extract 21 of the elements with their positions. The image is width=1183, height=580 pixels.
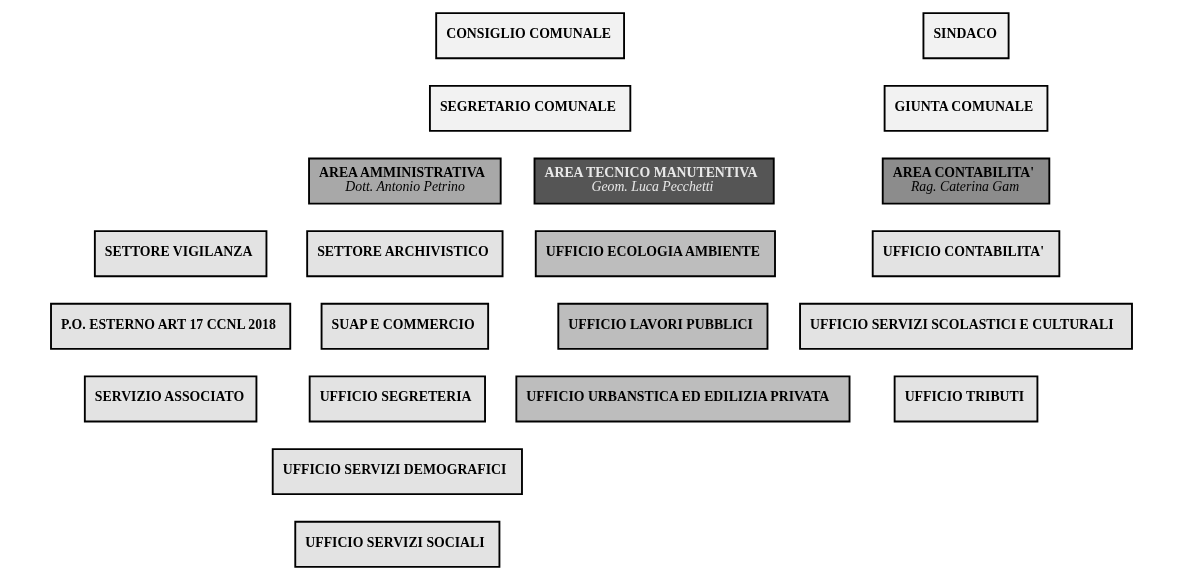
node-box: UFFICIO LAVORI PUBBLICI [557, 302, 769, 350]
node-box: UFFICIO CONTABILITA' [871, 230, 1061, 278]
node-box: SETTORE VIGILANZA [93, 230, 268, 278]
node-box: UFFICIO SEGRETERIA [308, 375, 486, 423]
node-box: UFFICIO TRIBUTI [893, 375, 1039, 423]
node-box: SERVIZIO ASSOCIATO [83, 375, 258, 423]
node-box: UFFICIO SERVIZI SCOLASTICI E CULTURALI [799, 302, 1133, 350]
node-box: GIUNTA COMUNALE [883, 84, 1049, 132]
node-box: AREA CONTABILITA' Rag. Caterina Gam [881, 157, 1051, 205]
node-box: SETTORE ARCHIVISTICO [306, 230, 504, 278]
node-box: SEGRETARIO COMUNALE [429, 84, 632, 132]
node-box: SINDACO [922, 12, 1010, 60]
node-box: UFFICIO ECOLOGIA AMBIENTE [534, 230, 776, 278]
node-box: UFFICIO SERVIZI SOCIALI [294, 520, 501, 568]
node-box: AREA AMMINISTRATIVA Dott. Antonio Petrino [308, 157, 502, 205]
node-box: AREA TECNICO MANUTENTIVA Geom. Luca Pecchetti [533, 157, 775, 205]
node-box: CONSIGLIO COMUNALE [435, 12, 625, 60]
node-box: UFFICIO SERVIZI DEMOGRAFICI [271, 448, 523, 496]
node-box: UFFICIO URBANSTICA ED EDILIZIA PRIVATA [515, 375, 851, 423]
node-box: P.O. ESTERNO ART 17 CCNL 2018 [50, 302, 292, 350]
node-box: SUAP E COMMERCIO [320, 302, 490, 350]
